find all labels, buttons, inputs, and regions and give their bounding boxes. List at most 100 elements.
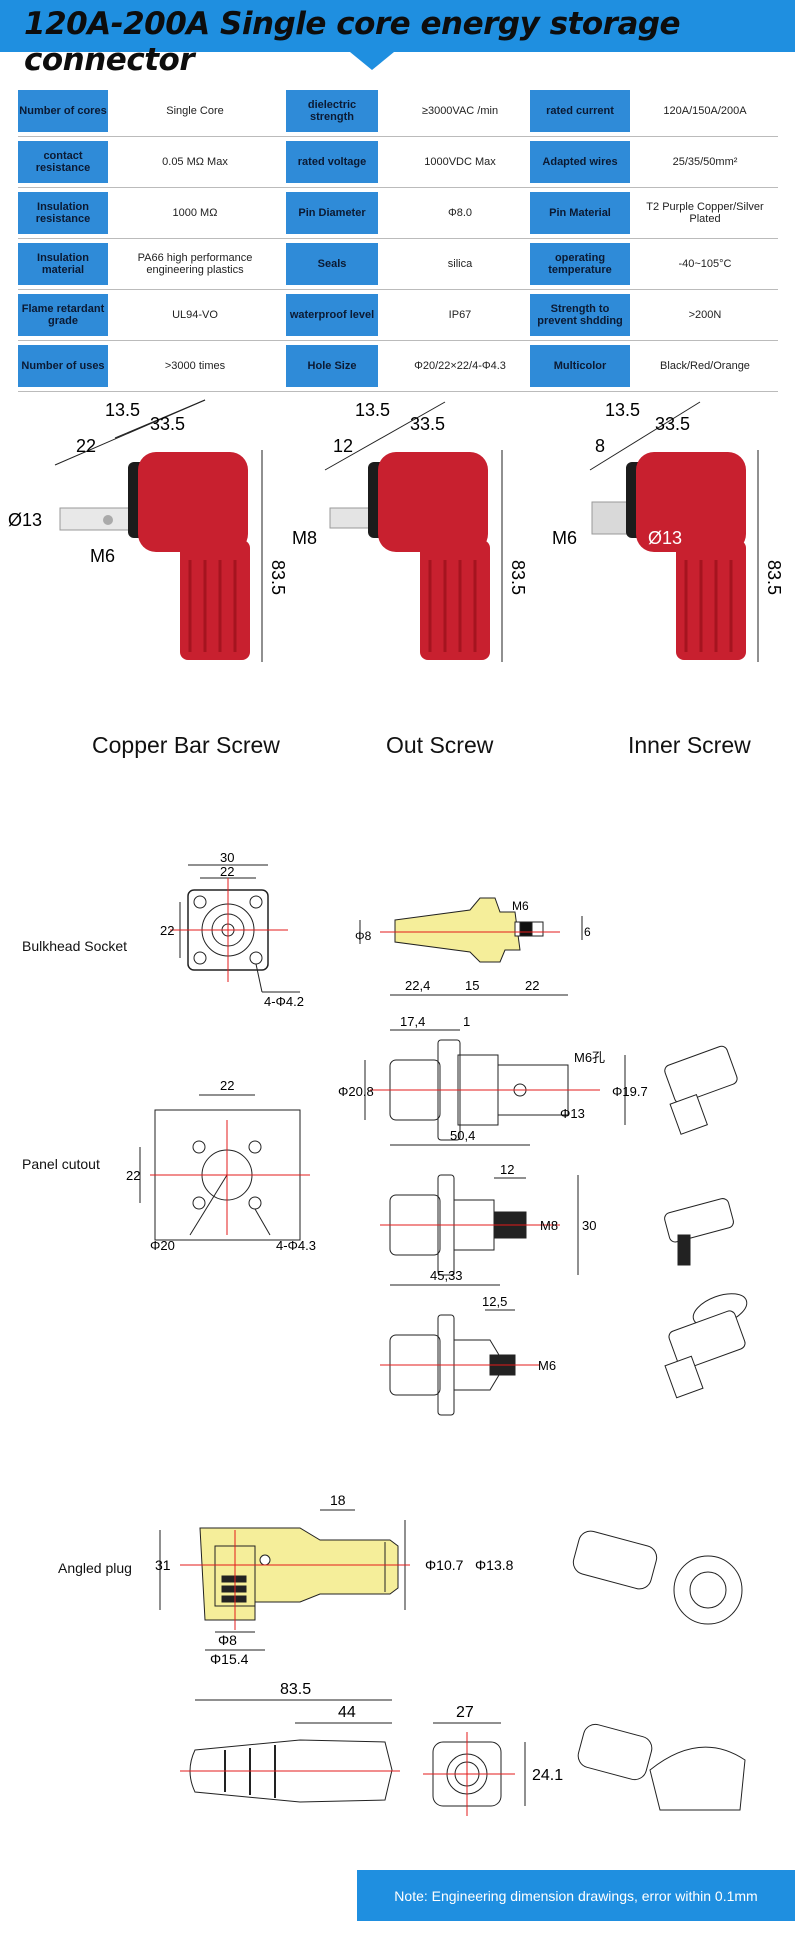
spec-row: Insulation material PA66 high performanc… [18,239,778,290]
plug-top-view [189,1699,393,1803]
spec-key: Adapted wires [530,141,630,183]
copper-bar-screw-photo: 13.5 33.5 22 Ø13 M6 83.5 [8,399,288,662]
spec-value: >3000 times [164,360,226,372]
spec-value: Φ8.0 [447,207,473,219]
spec-key: operating temperature [530,243,630,285]
dim-text: M6 [512,899,529,913]
spec-value: 1000VDC Max [424,156,496,168]
plug-render-icons [572,1530,746,1811]
spec-key: dielectric strength [286,90,378,132]
socket-drawings: 30 22 22 4-Φ4.2 M6 6 Φ8 22,4 15 22 17,4 … [126,850,748,1416]
dim-text: Φ10.7 [425,1557,464,1573]
spec-value: 25/35/50mm² [672,156,738,168]
spec-key: Number of cores [18,90,108,132]
spec-value: Black/Red/Orange [660,360,750,372]
spec-value: Φ20/22×22/4-Φ4.3 [414,360,506,372]
dim-text: Φ15.4 [210,1651,249,1667]
dim-text: 13.5 [355,400,390,420]
spec-value: UL94-VO [172,309,218,321]
dim-text: M6孔 [574,1050,605,1065]
label-panel-cutout: Panel cutout [22,1156,100,1172]
spec-key: rated current [530,90,630,132]
angled-plug-side [159,1509,406,1651]
caption-copper-bar-screw: Copper Bar Screw [92,732,280,758]
bulkhead-side-view [359,897,583,963]
dim-text: 4-Φ4.2 [264,994,304,1009]
dim-text: Φ13.8 [475,1557,514,1573]
dim-text: 13.5 [105,400,140,420]
dim-text: 50,4 [450,1128,475,1143]
dim-text: 33.5 [150,414,185,434]
spec-key: Pin Diameter [286,192,378,234]
bulkhead-front-view [179,864,300,993]
bar-hole [103,515,113,525]
inner-screw-photo: 13.5 33.5 8 M6 Ø13 83.5 [552,400,784,662]
product-photos: 13.5 33.5 22 Ø13 M6 83.5 13.5 33.5 12 M8… [8,399,784,662]
spec-value: T2 Purple Copper/Silver Plated [646,201,764,225]
page-title: 120A-200A Single core energy storage con… [24,6,681,78]
spec-key: Multicolor [530,345,630,387]
dim-text: 33.5 [655,414,690,434]
dim-text: 31 [155,1557,171,1573]
spec-value: 120A/150A/200A [663,105,747,117]
dim-text: 22 [76,436,96,456]
spec-value: silica [447,258,473,270]
dim-text: 22 [220,1078,234,1093]
connector-body [180,540,250,660]
dim-text: M6 [552,528,577,548]
dim-text: 17,4 [400,1014,425,1029]
spec-value: 0.05 MΩ Max [162,156,228,168]
spec-key: Number of uses [18,345,108,387]
grip-ridges [188,560,237,652]
dim-text: 83.5 [764,560,784,595]
dim-text: 12,5 [482,1294,507,1309]
dim-text: M8 [540,1218,558,1233]
dim-text: 44 [338,1704,356,1721]
dim-text: Ø13 [648,528,682,548]
inner-screw-insert [591,501,629,535]
dim-text: 33.5 [410,414,445,434]
dim-text: 12 [333,436,353,456]
dim-text: 83.5 [268,560,288,595]
spec-value: -40~105°C [678,258,732,270]
spec-value: 1000 MΩ [172,207,218,219]
panel-cutout-drawing [139,1094,301,1241]
dim-text: 22 [220,864,234,879]
dim-text: 15 [465,978,479,993]
spec-key: Hole Size [286,345,378,387]
spec-row: Number of uses >3000 times Hole Size Φ20… [18,341,778,392]
dim-text: 22,4 [405,978,430,993]
out-screw-photo: 13.5 33.5 12 M8 83.5 [292,400,528,662]
dim-text: M6 [90,546,115,566]
title-banner: 120A-200A Single core energy storage con… [0,0,795,78]
label-bulkhead-socket: Bulkhead Socket [22,938,128,954]
dim-text: 4-Φ4.3 [276,1238,316,1253]
dim-text: 6 [584,925,591,939]
caption-inner-screw: Inner Screw [628,732,751,758]
dim-text: 22 [126,1168,140,1183]
dim-text: 1 [463,1014,470,1029]
dim-text: 8 [595,436,605,456]
spec-row: Insulation resistance 1000 MΩ Pin Diamet… [18,188,778,239]
spec-key: Seals [286,243,378,285]
dim-text: 22 [160,923,174,938]
dim-text: Φ8 [355,929,372,943]
spec-key: rated voltage [286,141,378,183]
dim-text: M8 [292,528,317,548]
spec-key: contact resistance [18,141,108,183]
spec-table: Number of cores Single Core dielectric s… [18,86,778,392]
out-screw-drawing [389,1144,579,1276]
spec-value: >200N [688,309,722,321]
copper-bar [59,507,131,531]
spec-key: Insulation material [18,243,108,285]
dim-text: Ø13 [8,510,42,530]
dim-text: 18 [330,1492,346,1508]
connector-body [420,540,490,660]
dim-text: 24.1 [532,1767,563,1784]
plug-drawings: 18 31 Φ10.7 Φ13.8 Φ8 Φ15.4 83.5 44 27 24… [155,1492,746,1816]
connector-body [676,540,746,660]
spec-row: Flame retardant grade UL94-VO waterproof… [18,290,778,341]
dim-text: 83.5 [280,1681,311,1698]
spec-value: ≥3000VAC /min [421,105,499,117]
dim-text: 22 [525,978,539,993]
